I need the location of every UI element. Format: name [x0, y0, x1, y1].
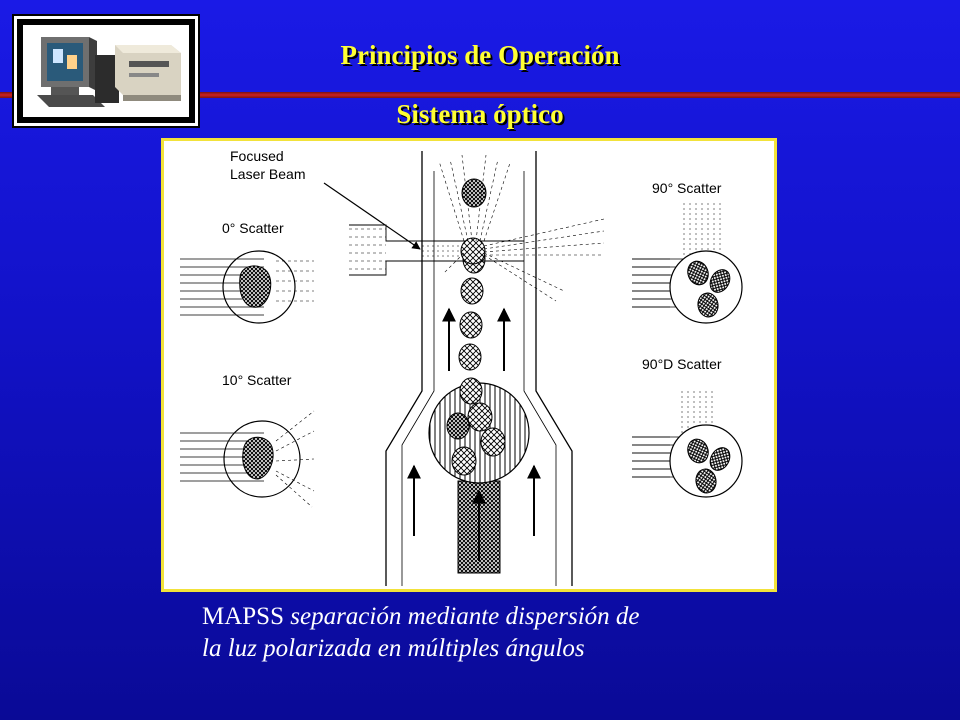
detector-90d-scatter: [632, 391, 743, 498]
flow-cell: [385, 151, 573, 586]
label-0-scatter: 0° Scatter: [222, 220, 284, 236]
caption: MAPSS separación mediante dispersión de …: [202, 601, 802, 665]
detector-90-scatter: [632, 203, 743, 324]
laser-leader-line: [323, 182, 421, 250]
computer-instrument-icon: [37, 37, 181, 107]
detector-10-scatter: [180, 410, 315, 508]
optical-system-diagram: Focused Laser Beam 0° Scatter 10° Scatte…: [161, 138, 777, 592]
label-90d-scatter: 90°D Scatter: [642, 356, 722, 372]
scatter-rays: [438, 154, 605, 302]
laser-beam: [349, 224, 524, 276]
instrument-logo: [14, 16, 198, 126]
label-90-scatter: 90° Scatter: [652, 180, 722, 196]
caption-line-1: MAPSS separación mediante dispersión de: [202, 601, 802, 633]
label-focused: Focused: [230, 148, 284, 164]
label-10-scatter: 10° Scatter: [222, 372, 292, 388]
cells-in-core: [446, 178, 506, 476]
caption-acronym: MAPSS: [202, 603, 284, 630]
label-laser-beam: Laser Beam: [230, 166, 305, 182]
flow-arrows: [407, 307, 541, 561]
caption-line-1-text: separación mediante dispersión de: [284, 603, 640, 630]
scatter-diagram-svg: Focused Laser Beam 0° Scatter 10° Scatte…: [180, 148, 743, 586]
page-title: Principios de Operación: [340, 40, 620, 70]
header-red-rule: [0, 92, 960, 98]
page-subtitle: Sistema óptico: [396, 99, 564, 129]
detector-0-scatter: [180, 250, 314, 324]
caption-line-2: la luz polarizada en múltiples ángulos: [202, 635, 585, 662]
